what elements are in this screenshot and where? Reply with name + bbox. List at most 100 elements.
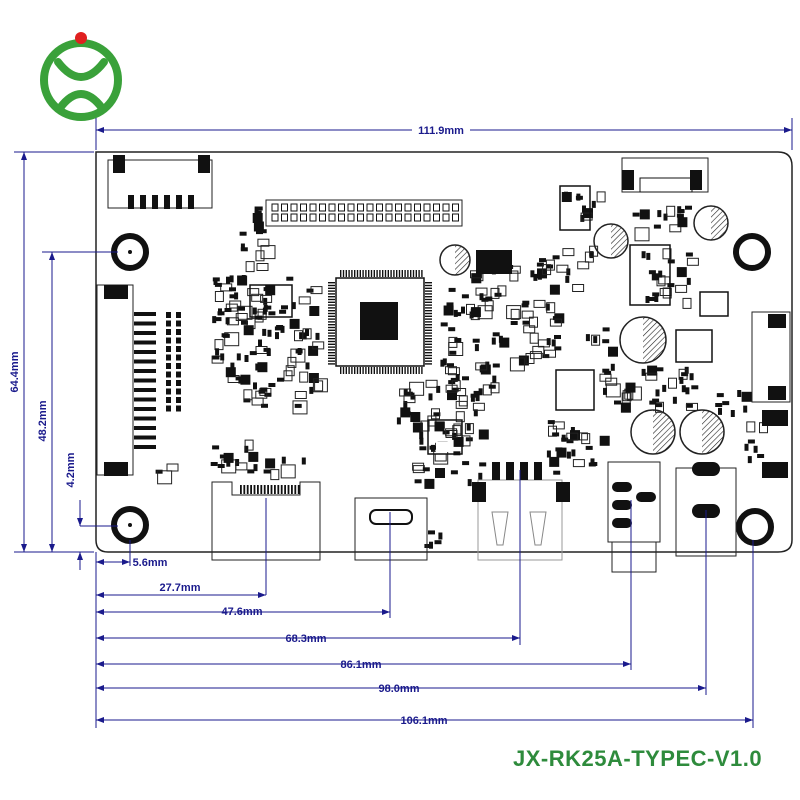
pcb-pad: [257, 485, 259, 494]
pcb-pad: [422, 467, 430, 472]
pcb-pad: [585, 334, 590, 342]
pcb-pad: [134, 407, 156, 411]
pcb-pad: [328, 315, 335, 317]
pcb-pad: [379, 270, 381, 277]
pcb-pad: [452, 432, 457, 440]
pcb-footprint: [257, 238, 270, 247]
pcb-pad: [757, 454, 765, 458]
pcb-pad: [370, 270, 373, 277]
pcb-pad: [462, 461, 470, 466]
pcb-pad: [155, 469, 163, 474]
pcb-footprint: [298, 296, 311, 305]
pcb-pad: [747, 439, 755, 444]
pcb-footprint: [490, 287, 500, 299]
pcb-pad: [265, 458, 276, 469]
pcb-pad: [328, 284, 335, 287]
pcb-pad: [433, 213, 440, 222]
pcb-pad: [547, 420, 555, 425]
pcb-pad: [442, 213, 450, 222]
pcb-footprint: [244, 439, 254, 451]
pcb-pad: [348, 367, 350, 374]
pcb-pad: [302, 332, 307, 340]
pcb-footprint: [260, 245, 276, 260]
pcb-footprint: [224, 332, 240, 347]
pcb-pad: [614, 400, 621, 405]
pcb-pad: [260, 485, 263, 494]
pcb-pad: [281, 213, 288, 222]
pcb-footprint: [455, 400, 468, 409]
pcb-pad: [407, 367, 409, 374]
pcb-pad: [260, 387, 268, 392]
pcb-pad: [240, 485, 242, 494]
pcb-footprint: [521, 310, 534, 319]
pcb-pad: [418, 270, 420, 277]
pcb-pad: [425, 312, 432, 315]
pcb-pad: [328, 282, 335, 284]
pcb-pad: [461, 294, 469, 299]
pcb-pad: [414, 213, 421, 222]
pcb-pad: [264, 392, 272, 397]
pcb-pad: [478, 429, 489, 440]
pcb-footprint: [235, 462, 248, 471]
pcb-pad: [176, 371, 181, 378]
pcb-footprint: [552, 421, 565, 430]
ic-package: [249, 284, 293, 318]
left-fpc-connector: [96, 284, 181, 476]
pcb-pad: [421, 270, 423, 277]
pcb-footprint: [562, 248, 575, 257]
pcb-pad: [537, 268, 547, 279]
pcb-pad: [328, 304, 335, 306]
pcb-pad: [328, 203, 336, 212]
pcb-pad: [718, 407, 722, 415]
pcb-pad: [522, 320, 530, 325]
pcb-pad: [685, 252, 693, 257]
pcb-pad: [134, 426, 156, 430]
pcb-pad: [649, 297, 657, 301]
pcb-pad: [166, 363, 171, 369]
pcb-pad: [284, 485, 286, 494]
pcb-pad: [424, 478, 435, 489]
pcb-pad: [166, 405, 171, 412]
pcb-pad: [737, 390, 742, 397]
pcb-footprint: [529, 316, 538, 328]
pcb-pad: [425, 282, 432, 284]
pcb-pad: [134, 435, 156, 440]
pcb-pad: [404, 367, 406, 374]
pcb-pad: [253, 221, 264, 232]
pcb-pad: [448, 327, 456, 332]
pcb-pad: [425, 352, 432, 354]
pcb-pad: [689, 373, 694, 381]
pcb-pad: [176, 380, 181, 386]
pcb-pad: [715, 403, 723, 407]
pcb-pad: [530, 270, 535, 278]
pcb-pad: [498, 335, 503, 343]
pcb-pad: [134, 331, 156, 335]
pcb-footprint: [294, 391, 307, 399]
dimension-arrows: [21, 127, 792, 723]
pcb-pad: [176, 320, 181, 327]
pcb-pad: [393, 270, 395, 277]
pcb-pad: [263, 297, 268, 305]
pcb-pad: [213, 278, 218, 285]
pcb-pad: [255, 363, 260, 371]
pcb-pad: [404, 203, 412, 212]
pcb-pad: [351, 270, 353, 277]
pcb-pad: [301, 457, 306, 465]
pcb-pad: [425, 335, 432, 337]
dim-hdmi-label: 27.7mm: [160, 582, 201, 594]
pcb-pad: [685, 205, 692, 210]
pcb-pad: [328, 352, 335, 354]
pcb-footprint: [596, 191, 606, 203]
pcb-pad: [328, 324, 335, 326]
pcb-pad: [134, 416, 156, 421]
pcb-pad: [243, 485, 246, 494]
pcb-pad: [223, 452, 234, 463]
pcb-footprint: [314, 380, 324, 392]
pcb-pad: [396, 270, 398, 277]
pcb-pad: [134, 445, 156, 449]
ic-package: [629, 244, 671, 306]
pcb-pad: [328, 363, 335, 365]
pcb-pad: [356, 367, 359, 374]
model-label: JX-RK25A-TYPEC-V1.0: [513, 746, 763, 771]
pcb-pad: [549, 456, 560, 467]
